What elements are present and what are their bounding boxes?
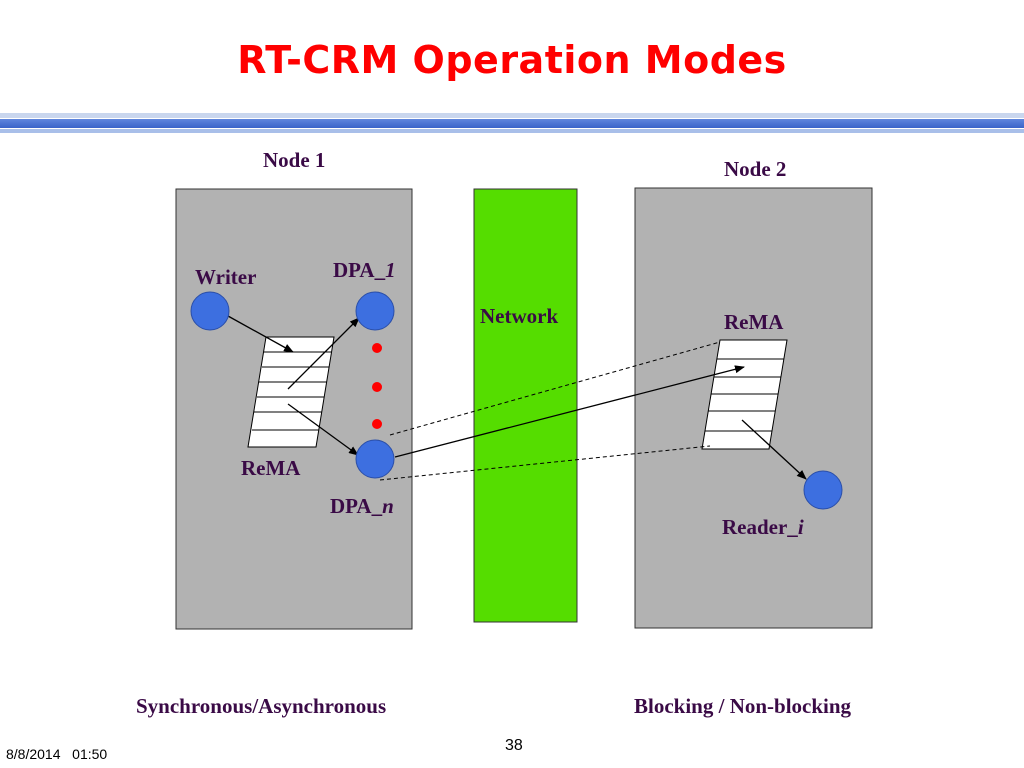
dashed-connector-top [389, 341, 721, 436]
title-divider-light-bottom [0, 129, 1024, 133]
reader-label: Reader_i [722, 515, 804, 540]
arrow-dpan-to-remote-rema [394, 365, 745, 458]
ellipsis-dots [372, 343, 382, 429]
dpa1-label-prefix: DPA_ [333, 258, 386, 282]
node2-label: Node 2 [724, 157, 787, 181]
arrow-writer-to-rema [227, 315, 294, 353]
dpan-label-index: n [382, 494, 394, 518]
arrow-rema-to-dpan [287, 403, 359, 456]
title-divider-light [0, 113, 1024, 118]
dpa1-label: DPA_1 [333, 258, 396, 283]
dpan-node-icon [355, 439, 395, 479]
node2-rema-queue [701, 339, 788, 450]
arrow-rema-to-dpa1 [287, 317, 360, 390]
dpan-label-prefix: DPA_ [330, 494, 383, 518]
reader-label-index: i [797, 515, 804, 539]
writer-label: Writer [195, 265, 257, 289]
arrow-remote-rema-to-reader [741, 419, 807, 480]
footer-right-label: Blocking / Non-blocking [634, 694, 852, 718]
dpan-label: DPA_n [330, 494, 394, 519]
page-number: 38 [505, 737, 523, 754]
slide-date: 8/8/2014 01:50 [6, 746, 108, 762]
slide-title: RT-CRM Operation Modes [237, 38, 787, 82]
node1-label: Node 1 [263, 148, 326, 172]
writer-node-icon [190, 291, 230, 331]
node1-rema-label: ReMA [241, 456, 301, 480]
footer-left-label: Synchronous/Asynchronous [136, 694, 387, 718]
node2-rema-label: ReMA [724, 310, 784, 334]
dpa1-label-index: 1 [385, 258, 396, 282]
network-label: Network [480, 304, 559, 328]
network-box [473, 188, 578, 623]
dpa1-node-icon [355, 291, 395, 331]
dashed-connector-bottom [379, 445, 711, 481]
reader-node-icon [803, 470, 843, 510]
reader-label-prefix: Reader_ [722, 515, 798, 539]
title-divider [0, 119, 1024, 128]
